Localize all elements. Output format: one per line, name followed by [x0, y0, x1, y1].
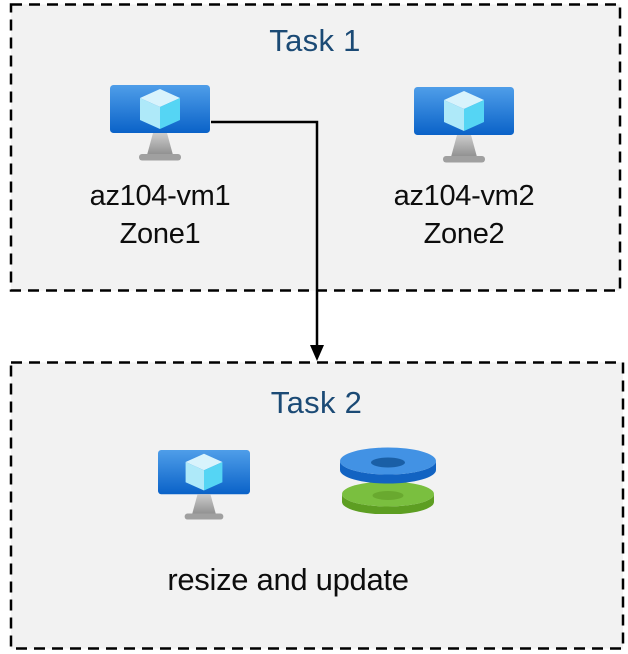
- vm2-zone: Zone2: [423, 218, 505, 250]
- task2-box-outline: [9, 361, 625, 650]
- task2-vm-group: [158, 450, 250, 525]
- connector-line: [211, 120, 319, 346]
- virtual-machine-icon: [158, 450, 250, 520]
- vm2-name: az104-vm2: [393, 180, 535, 212]
- vm2-group: [414, 87, 514, 168]
- task2-caption: resize and update: [167, 562, 409, 597]
- task1-title: Task 1: [269, 23, 361, 58]
- virtual-machine-icon: [414, 87, 514, 163]
- vm1-name: az104-vm1: [89, 180, 231, 212]
- virtual-machine-icon: [110, 85, 210, 161]
- task2-title: Task 2: [270, 385, 363, 420]
- connector-arrowhead-icon: [310, 345, 324, 361]
- vm2-label: az104-vm2 Zone2: [364, 177, 564, 253]
- vm1-label: az104-vm1 Zone1: [60, 177, 260, 253]
- task1-box-outline: [9, 3, 622, 292]
- disks-group: [336, 444, 440, 519]
- disks-icon: [340, 447, 436, 515]
- vm1-zone: Zone1: [119, 218, 201, 250]
- vm1-group: [110, 85, 210, 166]
